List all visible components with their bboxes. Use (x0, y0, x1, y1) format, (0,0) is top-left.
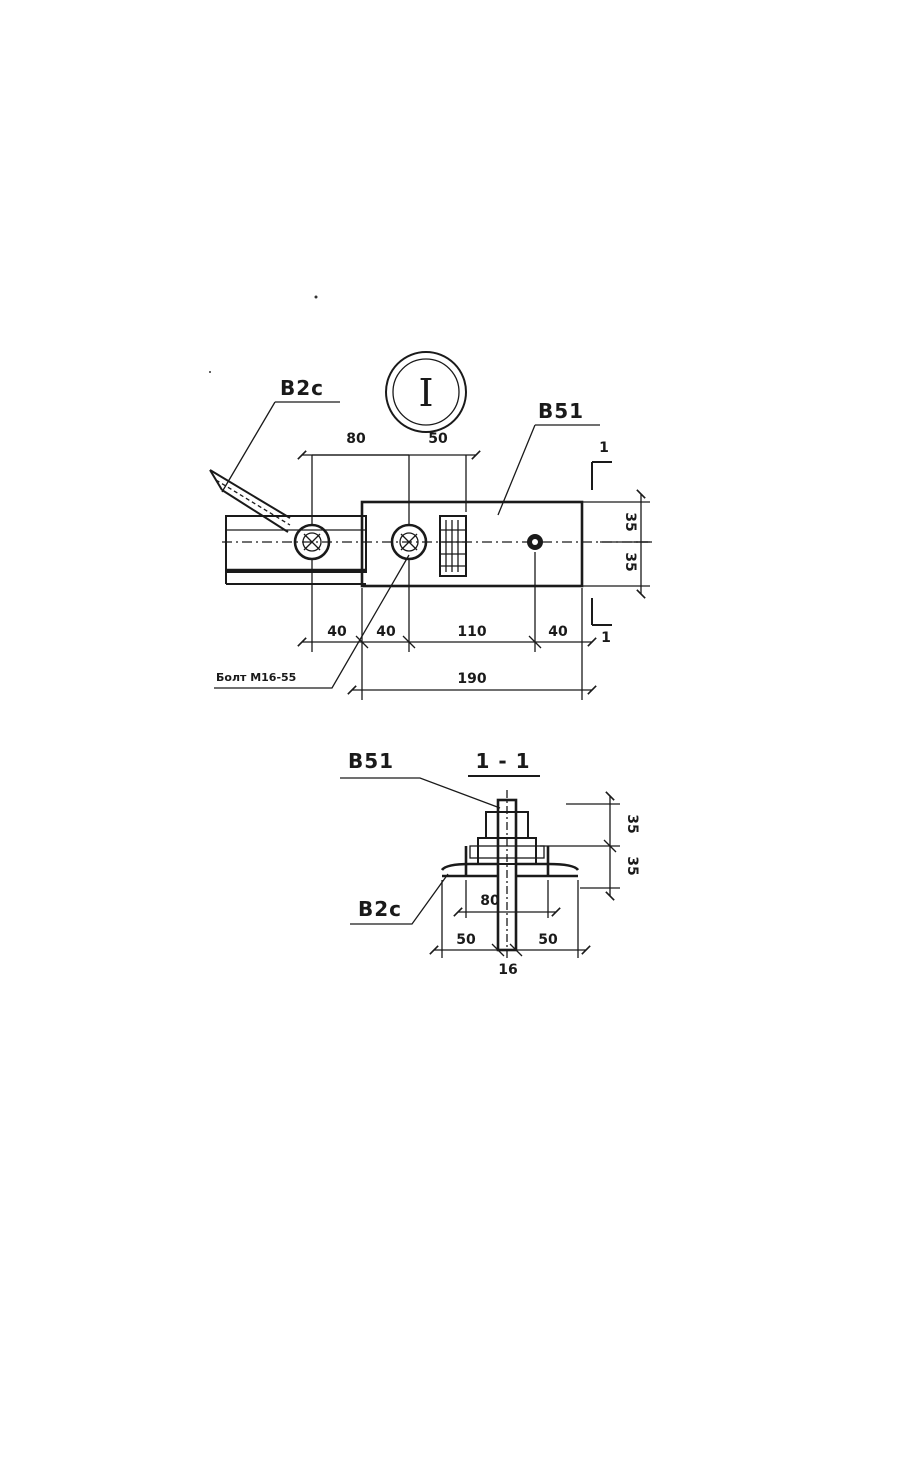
section-title: 1 - 1 (475, 749, 530, 773)
dim-right-lower: 35 (622, 552, 638, 571)
dim-bottom-3: 110 (457, 624, 486, 640)
section-dim-right-flange: 50 (538, 932, 558, 948)
dim-overall: 190 (457, 671, 486, 687)
section-dim-left-flange: 50 (456, 932, 476, 948)
section-dim-inner-width: 80 (480, 893, 500, 909)
section-dim-right-lower: 35 (624, 856, 640, 875)
angle-brace (209, 469, 291, 533)
detail-marker: I (385, 351, 467, 433)
section-mark-top: 1 (591, 440, 612, 490)
bolt-hole (527, 534, 543, 550)
speck (209, 371, 211, 373)
section-plate-leader (340, 777, 501, 809)
section-mark-top-label: 1 (599, 440, 609, 456)
plate-leader (497, 424, 600, 516)
section-brace-label: B2c (358, 897, 402, 921)
section-dim-thickness: 16 (498, 962, 517, 978)
plan-view: I B2c B51 (209, 351, 652, 700)
right-dimensions: 35 35 (582, 489, 650, 599)
section-dim-right-upper: 35 (624, 814, 640, 833)
dim-right-upper: 35 (622, 512, 638, 531)
bottom-dimensions: 40 40 110 40 190 (297, 552, 597, 700)
dim-bottom-1: 40 (327, 624, 347, 640)
speck (314, 295, 318, 299)
dim-bottom-2: 40 (376, 624, 396, 640)
dim-top-left: 80 (346, 431, 366, 447)
weld-hatch (439, 515, 467, 577)
section-bottom-dimensions: 50 50 16 (429, 880, 591, 978)
section-brace-leader (350, 873, 449, 925)
dim-bottom-4: 40 (548, 624, 568, 640)
brace-label: B2c (280, 376, 324, 400)
section-view: 1 - 1 B51 B2c 35 35 (340, 749, 640, 978)
section-mark-bottom: 1 (591, 598, 612, 646)
bolt-label: Болт М16-55 (216, 671, 296, 684)
bolt-leader (214, 554, 410, 689)
detail-marker-numeral: I (418, 371, 433, 415)
top-dimensions: 80 50 (297, 431, 481, 525)
plate-label: B51 (538, 399, 584, 423)
dim-top-right: 50 (428, 431, 448, 447)
section-plate-label: B51 (348, 749, 394, 773)
section-mark-bottom-label: 1 (601, 630, 611, 646)
section-angles (440, 846, 580, 878)
gusset-plate (360, 500, 584, 588)
section-right-dimensions: 35 35 (540, 791, 640, 901)
chord-angle (225, 515, 367, 585)
brace-leader (221, 401, 340, 493)
section-inner-dimension: 80 (453, 880, 561, 918)
section-bolt (469, 811, 545, 865)
